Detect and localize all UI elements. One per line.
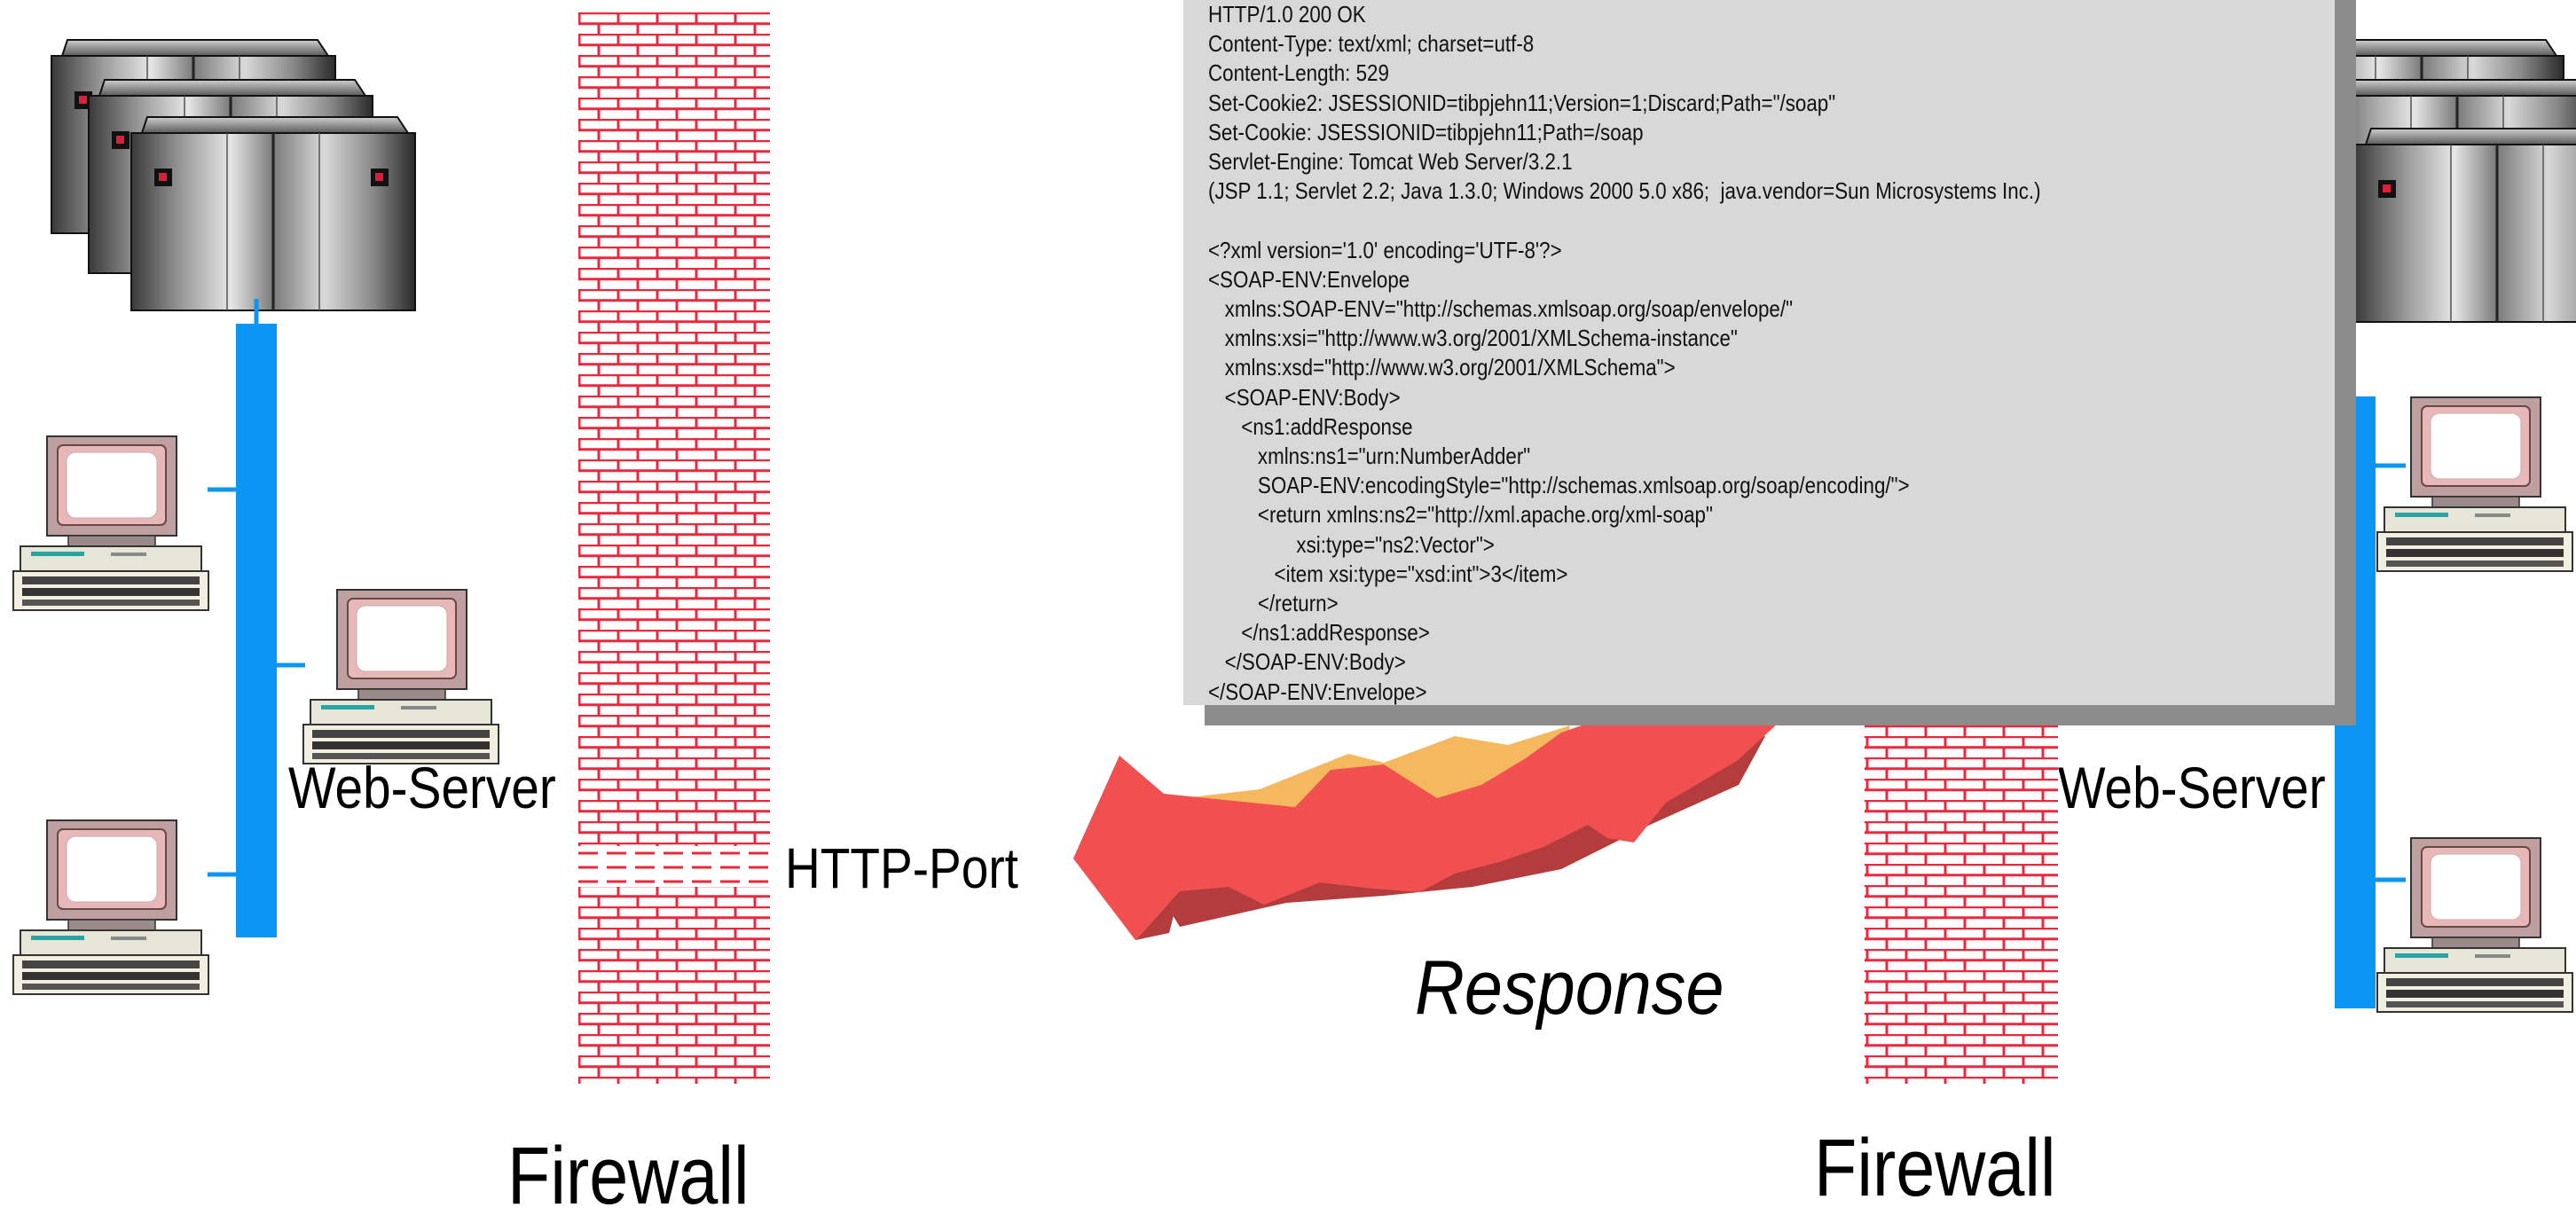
- response-line: xmlns:xsd="http://www.w3.org/2001/XMLSch…: [1208, 354, 1676, 381]
- http-port-label: HTTP-Port: [785, 836, 1018, 900]
- response-line: xmlns:ns1="urn:NumberAdder": [1208, 443, 1531, 470]
- response-line: SOAP-ENV:encodingStyle="http://schemas.x…: [1208, 472, 1910, 499]
- right-firewall-icon: [1865, 722, 2058, 1084]
- response-line: (JSP 1.1; Servlet 2.2; Java 1.3.0; Windo…: [1208, 177, 2041, 205]
- left-bus-connectors: [208, 487, 305, 877]
- right-desktop-pc-icon-2: [2376, 837, 2573, 1013]
- left-web-server-label: Web-Server: [288, 755, 556, 820]
- left-desktop-pc-icon-1: [12, 435, 209, 611]
- right-desktop-pc-icon-1: [2376, 396, 2573, 572]
- left-desktop-pc-icon-3: [12, 819, 209, 995]
- response-line: Servlet-Engine: Tomcat Web Server/3.2.1: [1208, 148, 1573, 176]
- http-response-text: HTTP/1.0 200 OK Content-Type: text/xml; …: [1208, 0, 2177, 705]
- response-line: Set-Cookie2: JSESSIONID=tibpjehn11;Versi…: [1208, 89, 1836, 116]
- left-firewall-label: Firewall: [507, 1131, 750, 1221]
- response-line: <SOAP-ENV:Envelope: [1208, 265, 1410, 293]
- left-network-bus: [236, 324, 277, 937]
- response-line: <ns1:addResponse: [1208, 412, 1413, 440]
- response-line: </return>: [1208, 590, 1339, 617]
- http-response-panel: HTTP/1.0 200 OK Content-Type: text/xml; …: [1183, 0, 2335, 705]
- response-line: xmlns:xsi="http://www.w3.org/2001/XMLSch…: [1208, 325, 1738, 352]
- right-firewall-label: Firewall: [1814, 1123, 2056, 1213]
- left-desktop-pc-icon-2: [302, 589, 499, 764]
- left-mainframe-cluster-icon: [50, 38, 417, 312]
- response-line: HTTP/1.0 200 OK: [1208, 1, 1366, 27]
- response-line: <SOAP-ENV:Body>: [1208, 383, 1401, 411]
- response-line: <return xmlns:ns2="http://xml.apache.org…: [1208, 501, 1713, 529]
- response-line: Content-Type: text/xml; charset=utf-8: [1208, 30, 1535, 58]
- response-line: Set-Cookie: JSESSIONID=tibpjehn11;Path=/…: [1208, 118, 1644, 145]
- response-line: <?xml version='1.0' encoding='UTF-8'?>: [1208, 236, 1562, 263]
- right-web-server-label: Web-Server: [2058, 755, 2326, 820]
- response-line: xsi:type="ns2:Vector">: [1208, 530, 1495, 558]
- response-line: </ns1:addResponse>: [1208, 619, 1430, 647]
- response-line: </SOAP-ENV:Body>: [1208, 648, 1406, 676]
- response-line: Content-Length: 529: [1208, 59, 1389, 87]
- response-lightning-arrow-icon: [1073, 692, 1779, 940]
- right-bus-connectors: [2375, 463, 2406, 882]
- response-line: </SOAP-ENV:Envelope>: [1208, 678, 1427, 705]
- response-label: Response: [1415, 945, 1724, 1031]
- response-line: xmlns:SOAP-ENV="http://schemas.xmlsoap.o…: [1208, 295, 1794, 323]
- left-firewall-icon: [578, 12, 770, 1084]
- response-line: <item xsi:type="xsd:int">3</item>: [1208, 560, 1568, 587]
